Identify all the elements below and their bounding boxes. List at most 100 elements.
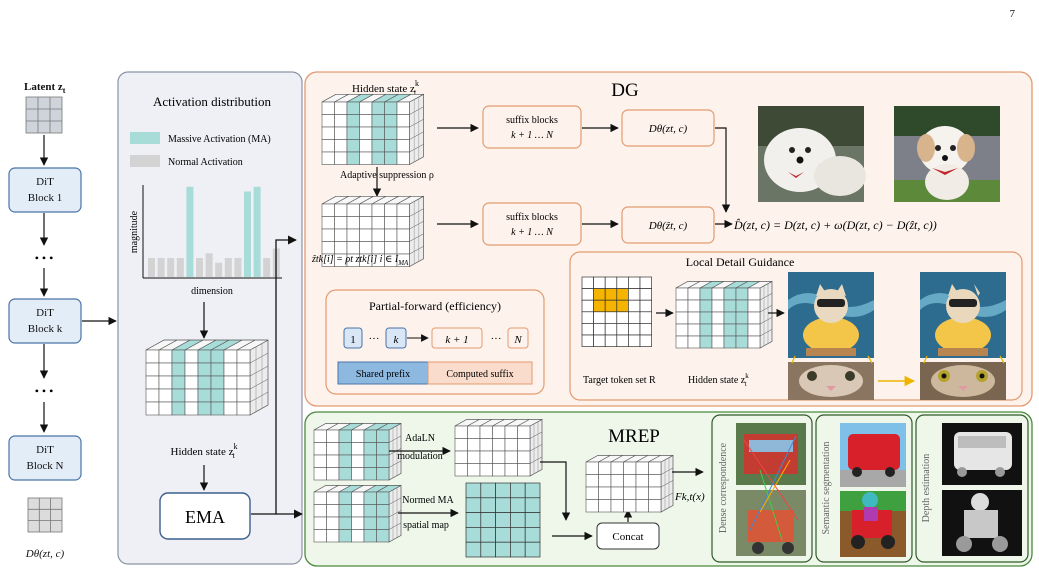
svg-text:Partial-forward (efficiency): Partial-forward (efficiency) (369, 299, 501, 313)
hidden-state-cube (145, 339, 269, 416)
page-number: 7 (1009, 8, 1016, 20)
massive-activation-bar (253, 186, 261, 277)
ema-box (159, 492, 251, 540)
dit-block-n (8, 435, 82, 481)
task-semantic-segmentation: Semantic segmentation (815, 414, 913, 563)
svg-text:Semantic segmentation: Semantic segmentation (821, 441, 832, 534)
latent-label: Latent zt (24, 81, 66, 95)
mrep-feature-cube (585, 454, 674, 513)
dit-block-k (8, 298, 82, 344)
dg-title: DG (611, 80, 639, 101)
output-grid (27, 497, 63, 533)
activation-title: Activation distribution (153, 94, 272, 109)
mrep-cube-adaln (454, 418, 543, 477)
svg-text:Block N: Block N (27, 460, 64, 472)
target-token-label: Target token set R (583, 375, 656, 386)
svg-text:k + 1 … N: k + 1 … N (511, 227, 554, 238)
output-label: Dθ(zt, c) (25, 548, 65, 560)
normal-activation-bar (196, 258, 203, 277)
d-theta-top (621, 109, 715, 147)
legend-normal: Normal Activation (168, 157, 243, 168)
svg-text:suffix blocks: suffix blocks (506, 212, 558, 223)
massive-activation-bar (186, 186, 194, 277)
y-axis-label: magnitude (129, 210, 140, 253)
normal-activation-bar (157, 258, 165, 277)
svg-text:Dense correspondence: Dense correspondence (718, 442, 729, 533)
svg-text:Computed suffix: Computed suffix (446, 369, 513, 380)
svg-text:k + 1: k + 1 (445, 334, 468, 346)
normal-activation-bar (263, 258, 271, 277)
task-depth-estimation: Depth estimation (915, 414, 1029, 563)
normal-activation-bar (176, 258, 184, 277)
adaptive-label: Adaptive suppression ρ (340, 170, 434, 181)
svg-text:···: ··· (491, 333, 502, 345)
d-theta-bottom (621, 206, 715, 244)
svg-text:Dθ(zt, c): Dθ(zt, c) (648, 123, 688, 135)
suppression-formula: ẑtk[i] = ρt ztk[i] i ∈ IMA (311, 254, 409, 267)
suffix-blocks-top (482, 105, 582, 149)
svg-text:Block k: Block k (28, 323, 63, 335)
svg-text:Depth estimation: Depth estimation (921, 454, 932, 523)
target-token-grid (581, 276, 652, 347)
normal-activation-bar (234, 258, 242, 277)
latent-grid (25, 96, 63, 134)
mrep-panel: MREP AdaLN modulation Normed MA spatial … (304, 411, 1033, 567)
partial-forward-box: Partial-forward (efficiency) 1 ··· k k +… (325, 289, 545, 395)
ema-label: EMA (185, 507, 225, 527)
svg-text:Dθ(ẑt, c): Dθ(ẑt, c) (648, 220, 688, 232)
normal-activation-bar (167, 258, 175, 277)
suffix-blocks-bottom (482, 202, 582, 246)
cat-closeup-1 (788, 362, 874, 400)
local-detail-guidance: Local Detail Guidance Target token set R… (569, 251, 1023, 401)
svg-text:Normed MA: Normed MA (402, 495, 454, 506)
svg-text:DiT: DiT (36, 444, 54, 456)
dots-1: • • • (35, 251, 54, 265)
svg-text:Concat: Concat (612, 531, 643, 543)
ldg-hidden-cube (675, 280, 773, 349)
dots-2: • • • (35, 384, 54, 398)
mrep-title: MREP (608, 426, 660, 447)
feature-label: Fk,t(x) (674, 491, 705, 503)
legend-normal-swatch (130, 155, 160, 167)
cat-image-1 (788, 272, 874, 358)
svg-text:Local Detail Guidance: Local Detail Guidance (686, 255, 795, 269)
svg-text:k: k (394, 334, 400, 346)
legend-ma: Massive Activation (MA) (168, 134, 271, 145)
dg-hidden-cube-top (321, 93, 424, 166)
dog-image-1 (758, 106, 866, 202)
dg-formula: D̂(zt, c) = D(zt, c) + ω(D(zt, c) − D(ẑt… (733, 218, 937, 232)
legend-ma-swatch (130, 132, 160, 144)
cat-closeup-2 (920, 362, 1006, 400)
svg-text:Block 1: Block 1 (28, 192, 63, 204)
svg-text:modulation: modulation (397, 451, 443, 462)
left-column: Latent zt DiT Block 1 • • • DiT Block k … (8, 81, 117, 560)
svg-text:DiT: DiT (36, 176, 54, 188)
normal-activation-bar (215, 262, 223, 277)
normed-ma-spatial-map (465, 482, 541, 558)
normal-activation-bar (205, 253, 213, 277)
x-axis-label: dimension (191, 286, 233, 297)
mrep-cube-top (313, 422, 402, 481)
normal-activation-bar (224, 258, 232, 277)
svg-text:1: 1 (350, 334, 356, 346)
svg-text:N: N (513, 334, 522, 346)
cat-image-2 (920, 272, 1006, 358)
svg-text:k + 1 … N: k + 1 … N (511, 130, 554, 141)
svg-text:DiT: DiT (36, 307, 54, 319)
svg-text:···: ··· (369, 333, 380, 345)
dog-image-2 (894, 106, 1000, 202)
dit-block-1 (8, 167, 82, 213)
svg-text:spatial map: spatial map (403, 520, 449, 531)
concat-box (596, 522, 660, 550)
mrep-cube-bottom (313, 484, 402, 543)
svg-text:suffix blocks: suffix blocks (506, 115, 558, 126)
task-dense-correspondence: Dense correspondence (711, 414, 813, 563)
svg-text:AdaLN: AdaLN (405, 433, 435, 444)
normal-activation-bar (148, 258, 155, 277)
activation-panel: Activation distribution Massive Activati… (117, 71, 303, 565)
svg-text:Shared prefix: Shared prefix (356, 369, 410, 380)
